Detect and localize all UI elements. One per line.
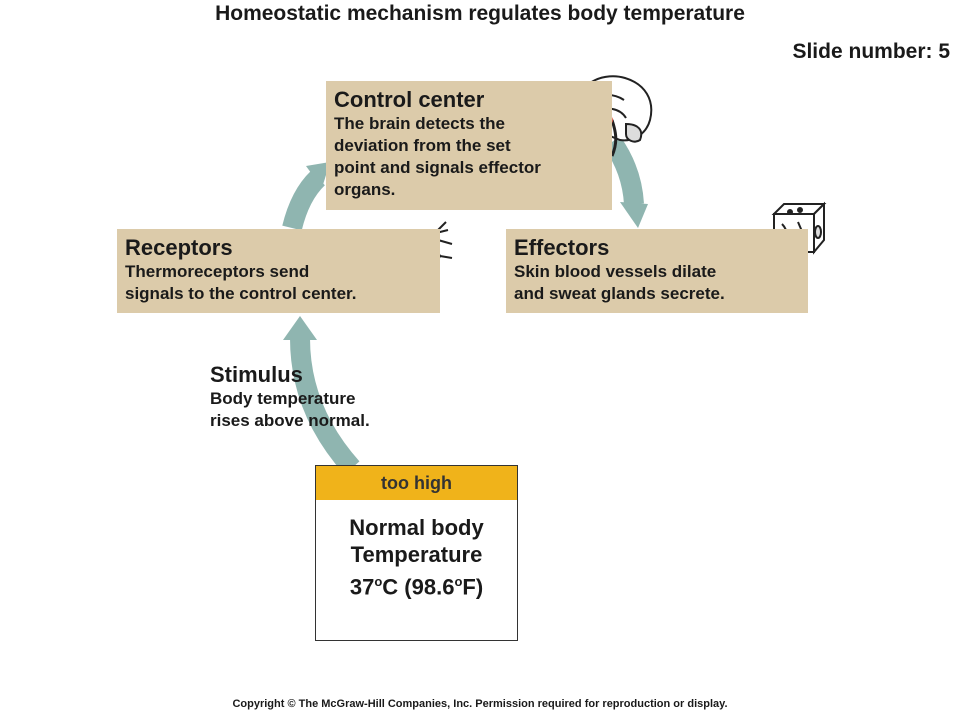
normal-temperature-line: Temperature <box>350 542 483 567</box>
arrowhead-receptors <box>283 316 317 340</box>
celsius-number: 37 <box>349 574 375 600</box>
arrowhead-effectors <box>620 202 648 228</box>
receptors-box: Receptors Thermoreceptors send signals t… <box>117 229 440 313</box>
effectors-line: Skin blood vessels dilate <box>514 262 717 281</box>
control-center-line: The brain detects the <box>334 114 505 133</box>
stimulus-line: Body temperature <box>210 389 356 408</box>
page-title: Homeostatic mechanism regulates body tem… <box>215 2 745 25</box>
degree-sup: o <box>374 574 383 589</box>
too-high-badge: too high <box>316 466 517 500</box>
degree-sup: o <box>454 574 463 589</box>
stimulus-block: Stimulus Body temperature rises above no… <box>210 362 370 432</box>
control-center-line: deviation from the set <box>334 136 511 155</box>
slide-number: Slide number: 5 <box>792 40 950 63</box>
effectors-line: and sweat glands secrete. <box>514 284 725 303</box>
receptors-line: signals to the control center. <box>125 284 357 303</box>
normal-temperature-line: Normal body <box>349 515 484 540</box>
control-center-line: point and signals effector <box>334 158 541 177</box>
control-center-heading: Control center <box>334 87 485 112</box>
stimulus-line: rises above normal. <box>210 411 370 430</box>
receptors-line: Thermoreceptors send <box>125 262 310 281</box>
celsius-unit: C (98.6 <box>382 574 455 600</box>
effectors-box: Effectors Skin blood vessels dilate and … <box>506 229 808 313</box>
copyright-notice: Copyright © The McGraw-Hill Companies, I… <box>232 698 728 710</box>
arrow-stimulus-to-receptors <box>290 337 360 475</box>
arrowhead-control <box>306 162 330 188</box>
receptors-heading: Receptors <box>125 235 233 260</box>
control-center-box: Control center The brain detects the dev… <box>326 81 612 210</box>
arrow-receptors-to-control <box>282 170 326 231</box>
control-center-line: organs. <box>334 180 396 199</box>
effectors-heading: Effectors <box>514 235 610 260</box>
normal-temperature-text: Normal body Temperature 37oC (98.6oF) <box>316 514 517 600</box>
temperature-value: 37oC (98.6oF) <box>316 568 517 600</box>
stimulus-heading: Stimulus <box>210 362 303 387</box>
fahrenheit-unit: F) <box>462 574 484 600</box>
normal-temperature-box: too high Normal body Temperature 37oC (9… <box>315 465 518 641</box>
